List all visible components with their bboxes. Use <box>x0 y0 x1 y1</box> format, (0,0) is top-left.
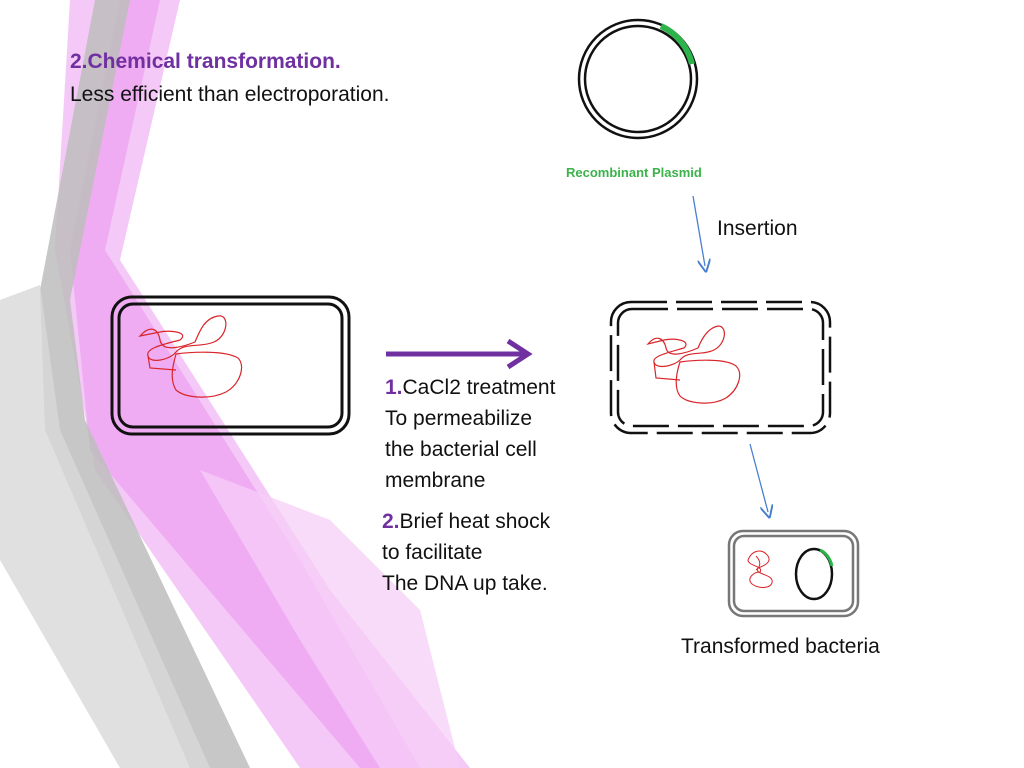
step2-line-2: to facilitate <box>382 541 483 564</box>
plasmid-insert-segment <box>819 548 834 567</box>
plasmid-label: Recombinant Plasmid <box>566 165 702 180</box>
step2-line-1: 2.Brief heat shock <box>382 510 551 533</box>
chromosomal-dna <box>646 325 741 404</box>
step1-line-1: 1.CaCl2 treatment <box>385 376 556 399</box>
chromosomal-dna <box>747 550 773 588</box>
slide-title: 2.Chemical transformation. <box>70 50 341 73</box>
step1-line-2: To permeabilize <box>385 407 533 430</box>
bacterial-cell <box>110 295 351 436</box>
treatment-arrow <box>386 338 533 370</box>
permeabilized-cell <box>609 300 832 435</box>
transformed-bacteria-label: Transformed bacteria <box>681 635 880 658</box>
gray-ribbon-light <box>0 285 210 768</box>
step2-text: 2.Brief heat shock to facilitate The DNA… <box>382 506 550 599</box>
step1-number: 1. <box>385 376 403 399</box>
pink-ribbon-lower <box>200 470 460 768</box>
step1-line-3: the bacterial cell <box>385 438 537 461</box>
plasmid-inside <box>794 547 834 601</box>
slide-subtitle: Less efficient than electroporation. <box>70 83 390 106</box>
transformed-bacterium <box>727 529 860 618</box>
recombinant-plasmid <box>577 18 699 140</box>
insertion-arrow <box>692 195 705 266</box>
step1-line-4: membrane <box>385 469 486 492</box>
step2-number: 2. <box>382 510 400 533</box>
result-arrow <box>749 443 768 512</box>
step2-line-3: The DNA up take. <box>382 572 548 595</box>
insertion-label: Insertion <box>717 217 798 240</box>
chromosomal-dna <box>138 315 243 398</box>
plasmid-insert-segment <box>659 23 695 65</box>
gray-ribbon <box>40 0 250 768</box>
step1-text: 1.CaCl2 treatment To permeabilize the ba… <box>385 372 555 496</box>
